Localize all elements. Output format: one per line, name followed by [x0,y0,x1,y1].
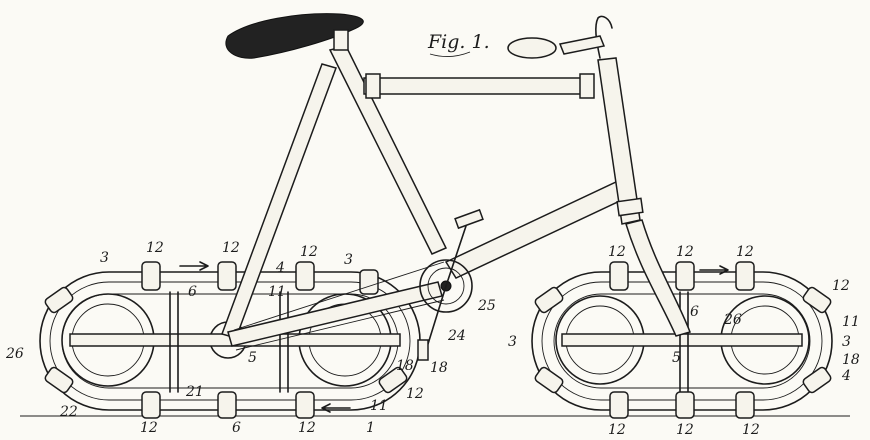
callout-label: 5 [672,350,681,366]
crank-sprocket-inner [427,267,465,305]
cleat [735,261,755,291]
cleat [141,261,161,291]
cleat [359,269,379,295]
callout-label: 18 [842,352,860,368]
down-tube [444,181,628,279]
callout-label: 12 [742,422,760,438]
cleat [217,261,237,291]
callout-label: 12 [222,240,240,256]
callout-label: 3 [344,252,353,268]
pedal-upper [454,208,484,230]
cleat [675,261,695,291]
callout-label: 12 [832,278,850,294]
cleat [44,286,74,314]
callout-label: 1 [366,420,375,436]
callout-label: 11 [370,398,388,414]
cleat [378,366,408,394]
callouts-crank: 25 24 18 [430,298,496,376]
bicycle-frame [221,13,691,361]
arrow-icon [321,403,351,413]
handlebar-bar [558,35,606,55]
cleat [735,391,755,419]
callouts-front-bottom: 12 12 12 [608,422,760,438]
front-fork [625,219,691,337]
callout-label: 12 [676,422,694,438]
seat-tube [328,45,448,255]
callout-label: 11 [842,314,860,330]
callout-label: 4 [841,368,851,384]
cleat [802,286,832,314]
front-cleats-top [609,261,755,291]
callout-label: 12 [608,244,626,260]
cleat [141,391,161,419]
cleat [44,366,74,394]
cleat [609,261,629,291]
callout-label: 12 [676,244,694,260]
arrow-icon [179,261,209,271]
cleat [295,261,315,291]
callout-label: 26 [723,312,742,328]
front-cleats-bottom [609,391,755,419]
seat-clamp [333,29,349,51]
drive-chain-top [233,261,445,331]
cleat [217,391,237,419]
callout-label: 6 [188,284,197,300]
cleat [675,391,695,419]
callout-label: 18 [430,360,448,376]
cleat [534,366,564,394]
callout-label: 3 [100,250,109,266]
callout-label: 24 [447,328,466,344]
front-track-assembly [531,261,833,419]
callouts-bottom-rear: 12 6 12 1 [140,420,375,436]
chain-stay [227,281,443,347]
crank-arm-upper [445,225,467,287]
head-tube-collar [616,197,644,217]
pedal-lower [417,339,429,361]
direction-arrows [179,261,729,413]
callout-label: 22 [59,404,78,420]
arrow-icon [699,265,729,275]
cleat [609,391,629,419]
callouts-front-side: 3 6 26 11 3 18 4 5 [508,304,860,384]
callouts-front-top: 12 12 12 12 [608,244,850,294]
figure-title: Fig. 1. [427,31,490,53]
callout-label: 12 [406,386,424,402]
callout-label: 25 [477,298,496,314]
callouts-top-rear: 3 12 12 12 3 4 11 6 [100,240,353,300]
saddle [225,13,364,59]
drive-chain-bottom [235,299,445,351]
callout-label: 12 [140,420,158,436]
cleat [802,366,832,394]
front-axle-bar [561,333,803,347]
callout-label: 12 [146,240,164,256]
top-tube [363,77,591,95]
title-flourish [429,51,471,57]
rear-cleats-bottom [141,391,315,419]
top-tube-lug-front [579,73,595,99]
crank-arm-lower [427,285,447,345]
cleat [534,286,564,314]
callout-label: 6 [232,420,241,436]
callout-label: 3 [842,334,851,350]
callout-label: 12 [300,244,318,260]
callout-label: 18 [396,358,414,374]
cleat [295,391,315,419]
callout-label: 3 [508,334,517,350]
callout-label: 12 [298,420,316,436]
callout-label: 4 [275,260,285,276]
callout-label: 26 [5,346,24,362]
callout-label: 5 [248,350,257,366]
callout-label: 12 [736,244,754,260]
callout-label: 6 [690,304,699,320]
callouts-side-rear: 26 22 5 21 18 12 11 [5,346,424,420]
handlebar-grip [507,37,557,59]
callout-label: 12 [608,422,626,438]
crank-sprocket [419,259,473,313]
top-tube-lug-rear [365,73,381,99]
callout-label: 21 [185,384,204,400]
front-track-chain [553,293,811,389]
callout-label: 11 [268,284,286,300]
